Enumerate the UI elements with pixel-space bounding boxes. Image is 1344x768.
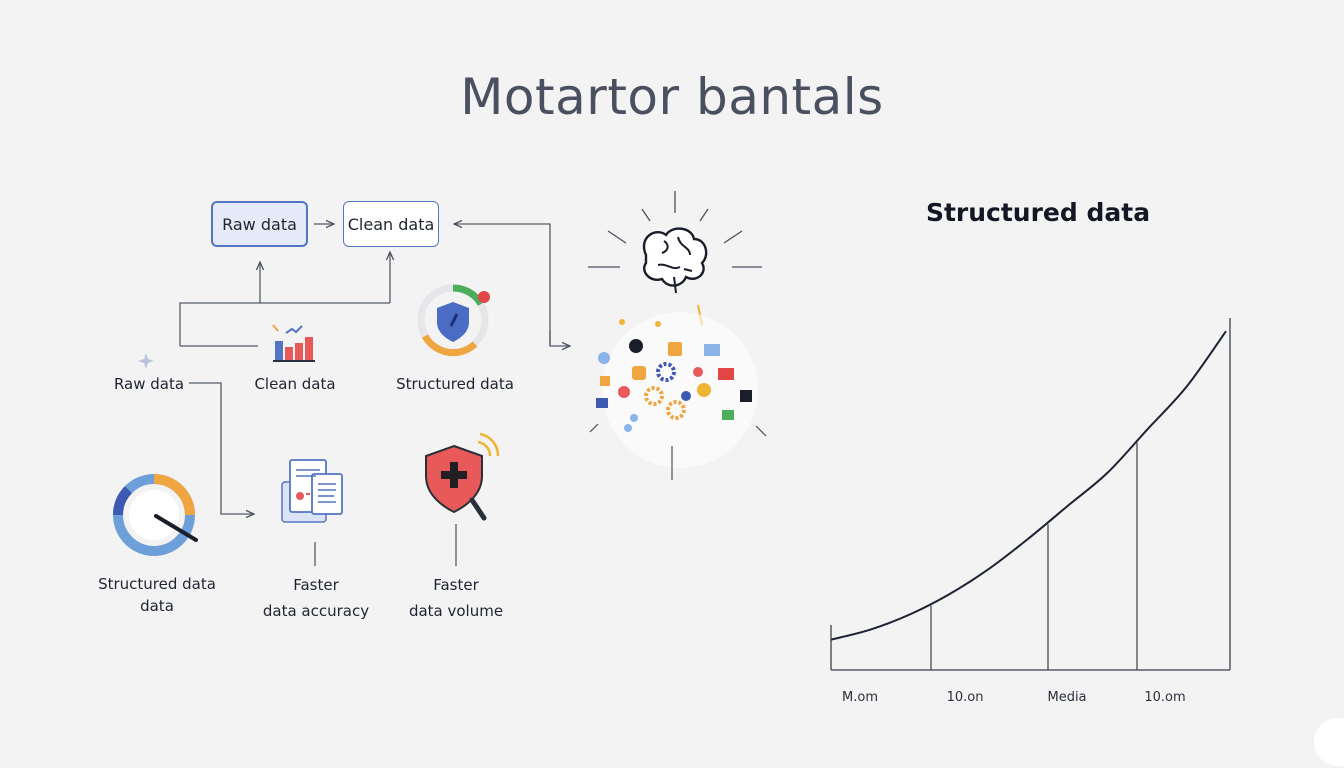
chart-tick-label: 10.on	[946, 690, 984, 705]
label-clean-data: Clean data	[254, 375, 336, 393]
arrow-to-cluster	[549, 330, 570, 346]
label-gauge-line2: data	[140, 597, 174, 615]
logo-icon	[1314, 718, 1344, 766]
label-shield: Faster data volume	[400, 574, 512, 622]
gauge-icon	[113, 474, 198, 556]
chart-tick-label: 10.om	[1144, 690, 1186, 705]
label-shield-line2: data volume	[408, 602, 504, 620]
arrow-brain-to-clean	[454, 224, 551, 345]
branch-up-connector	[179, 302, 390, 346]
label-gauge: Structured data data	[92, 573, 222, 617]
chart-series-line	[830, 330, 1227, 641]
shield-magnifier-icon	[425, 432, 500, 521]
label-docs: Faster data accuracy	[256, 574, 376, 622]
label-structured-data: Structured data	[396, 375, 514, 393]
sparkle-icon	[138, 353, 154, 369]
arrow-raw-to-docs	[189, 382, 254, 514]
label-gauge-line1: Structured data	[98, 575, 216, 593]
clean-data-box[interactable]: Clean data	[343, 201, 439, 247]
label-docs-line2: data accuracy	[262, 602, 370, 620]
gears-cluster-icon	[589, 312, 767, 480]
shield-gauge-icon	[417, 284, 490, 357]
chart-title: Structured data	[925, 198, 1151, 227]
label-docs-line1: Faster	[293, 576, 339, 594]
raw-data-box[interactable]: Raw data	[211, 201, 308, 247]
chart-tick-label: Media	[1047, 690, 1087, 705]
chart-guide-lines	[930, 442, 1138, 670]
chart-tick-label: M.om	[842, 690, 878, 705]
label-raw-data: Raw data	[113, 375, 185, 393]
documents-icon	[281, 459, 343, 523]
label-shield-line1: Faster	[433, 576, 479, 594]
bar-chart-icon	[272, 324, 315, 362]
page-title: Motartor bantals	[460, 68, 884, 126]
